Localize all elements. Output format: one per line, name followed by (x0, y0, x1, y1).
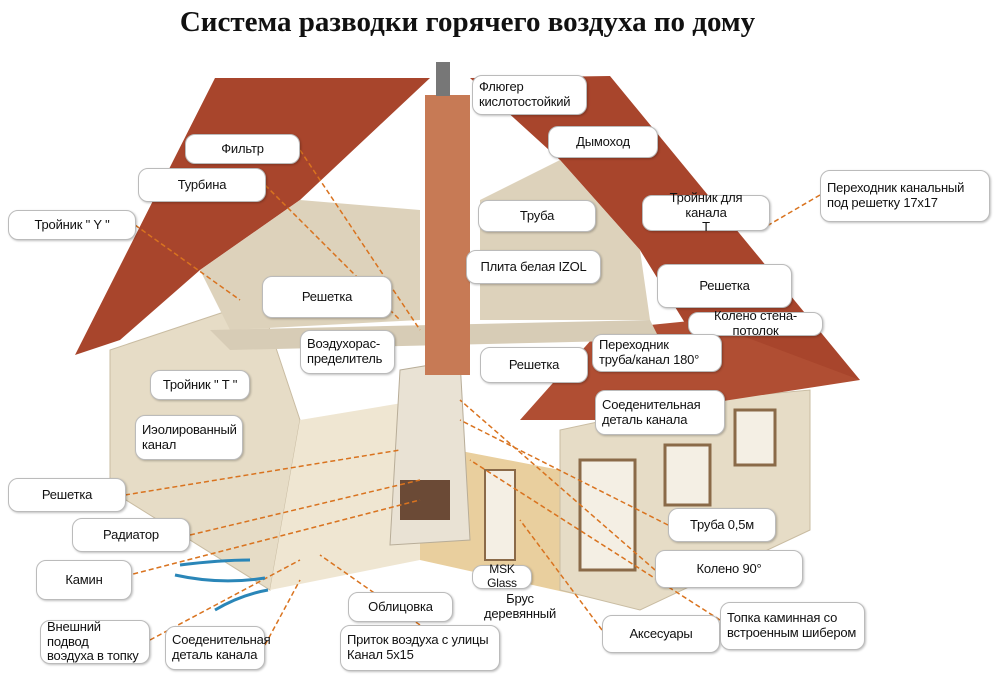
window (733, 408, 777, 467)
label-tee-y: Тройник " Y " (8, 210, 136, 240)
label-accessories: Аксесуары (602, 615, 720, 653)
label-street-air-inlet: Приток воэдуха с улицы Канал 5x15 (340, 625, 500, 671)
label-msk-glass: MSK Glass (472, 562, 532, 590)
window (663, 443, 712, 507)
label-izol-plate: Плита белая IZOL (466, 250, 601, 284)
roof-left (75, 78, 430, 355)
page-title: Система разводки горячего воздуха по дом… (179, 6, 756, 38)
label-adapter-17x17: Переходник канальный под решетку 17x17 (820, 170, 990, 222)
label-grille-floor: Решетка (8, 478, 126, 512)
label-adapter-180: Переходник труба/канал 180° (592, 334, 722, 372)
front-wall (270, 400, 420, 590)
label-tee-t: Тройник " T " (150, 370, 250, 400)
label-air-distributor: Воэдухорас- пределитель (300, 330, 395, 374)
label-channel-tee: Тройник для канала T (642, 190, 770, 234)
label-connector-bottom: Соеденительная деталь канала (165, 626, 271, 670)
weather-vane (436, 62, 450, 96)
label-cladding: Облицовка (348, 592, 453, 622)
door (484, 469, 516, 561)
label-turbine: Турбина (138, 168, 266, 202)
label-grille-center: Решетка (480, 347, 588, 383)
air-flow-arrows (174, 558, 269, 612)
label-grille-attic-right: Решетка (657, 264, 792, 308)
window (578, 458, 637, 572)
label-chimney: Дымоход (548, 126, 658, 158)
label-connector-right: Соеденительная деталь канала (595, 390, 725, 435)
label-radiator: Радиатор (72, 518, 190, 552)
label-fireplace: Камин (36, 560, 132, 600)
chimney (425, 95, 470, 375)
label-elbow-90: Колено 90° (655, 550, 803, 588)
label-insulated-channel: Иэолированный канал (135, 415, 243, 460)
label-grille-attic-left: Решетка (262, 276, 392, 318)
firebox (400, 480, 450, 520)
label-pipe: Труба (478, 200, 596, 232)
label-firebox-damper: Топка каминная со встроенным шибером (720, 602, 865, 650)
label-pipe-05m: Труба 0,5м (668, 508, 776, 542)
label-wall-ceiling-elbow: Колено стена-потолок (688, 308, 823, 338)
label-external-air-supply: Внешний подвод воэдуха в топку (40, 619, 150, 664)
label-wooden-beam: Брус деревянный (466, 591, 574, 621)
label-weather-vane: Флюгер кислотостойкий (472, 75, 587, 115)
label-filter: Фильтр (185, 134, 300, 164)
